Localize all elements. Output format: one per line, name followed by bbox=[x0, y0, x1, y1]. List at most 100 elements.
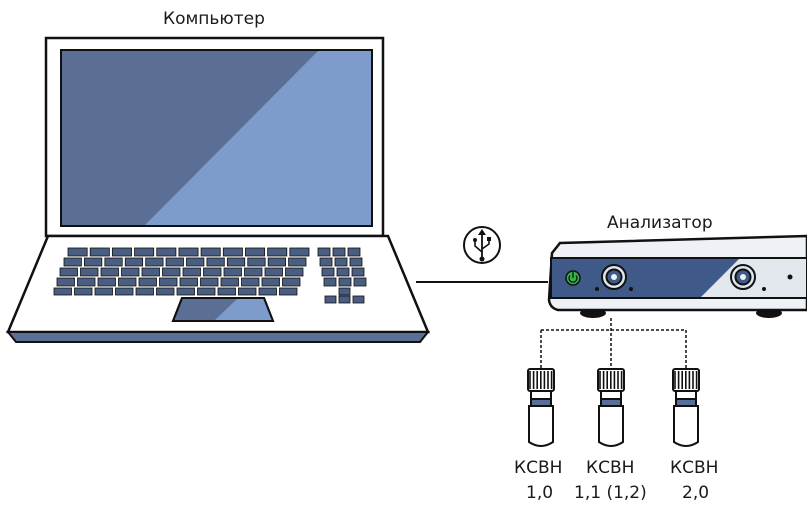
keyboard-key bbox=[245, 247, 266, 257]
keyboard-key bbox=[156, 287, 175, 296]
keyboard-key bbox=[226, 257, 246, 267]
keyboard-key bbox=[353, 277, 367, 287]
keyboard-key bbox=[97, 277, 116, 287]
keyboard-key bbox=[338, 277, 352, 287]
keyboard-key bbox=[334, 257, 348, 267]
analyzer-label: Анализатор bbox=[607, 213, 713, 233]
keyboard-key bbox=[338, 287, 351, 296]
load-2-label-line1: КСВН bbox=[586, 458, 635, 478]
laptop bbox=[5, 36, 431, 343]
keyboard-key bbox=[124, 257, 144, 267]
calibration-loads bbox=[527, 368, 700, 447]
keyboard-key bbox=[338, 295, 351, 304]
keyboard-key bbox=[289, 247, 310, 257]
laptop-base-edge bbox=[5, 331, 431, 343]
load-3-label-line1: КСВН bbox=[670, 458, 719, 478]
keyboard-key bbox=[77, 277, 96, 287]
keyboard-key bbox=[258, 287, 277, 296]
keyboard-key bbox=[349, 257, 363, 267]
keyboard-key bbox=[323, 277, 337, 287]
load-3-label-line2: 2,0 bbox=[682, 483, 710, 503]
load-2-body bbox=[598, 405, 624, 447]
load-1-label-line1: КСВН bbox=[514, 458, 563, 478]
keyboard-key bbox=[321, 267, 335, 277]
load-2 bbox=[597, 368, 625, 447]
keyboard-key bbox=[261, 277, 280, 287]
keyboard-key bbox=[217, 287, 236, 296]
keyboard-key bbox=[89, 247, 110, 257]
keyboard-key bbox=[244, 267, 263, 277]
keyboard-key bbox=[178, 247, 199, 257]
load-3 bbox=[672, 368, 700, 447]
keyboard-key bbox=[247, 257, 266, 267]
keyboard-key bbox=[319, 257, 333, 267]
load-3-collar bbox=[675, 390, 697, 400]
analyzer-port-1 bbox=[595, 264, 633, 291]
keyboard-key bbox=[162, 267, 181, 277]
keyboard-key bbox=[238, 287, 257, 296]
keyboard-key bbox=[352, 295, 365, 304]
keyboard-key bbox=[53, 287, 72, 296]
keyboard-key bbox=[94, 287, 113, 296]
keyboard-key bbox=[104, 257, 123, 267]
keyboard-key bbox=[141, 267, 160, 277]
laptop-keyboard bbox=[53, 247, 367, 304]
keyboard-key bbox=[56, 277, 75, 287]
keyboard-key bbox=[159, 277, 178, 287]
keyboard-key bbox=[182, 267, 201, 277]
keyboard-key bbox=[100, 267, 119, 277]
keyboard-key bbox=[121, 267, 140, 277]
keyboard-key bbox=[176, 287, 195, 296]
keyboard-key bbox=[156, 247, 177, 257]
keyboard-key bbox=[179, 277, 198, 287]
keyboard-key bbox=[336, 267, 350, 277]
keyboard-key bbox=[347, 247, 361, 257]
keyboard-key bbox=[206, 257, 225, 267]
keyboard-key bbox=[115, 287, 134, 296]
keyboard-key bbox=[282, 277, 301, 287]
keyboard-key bbox=[145, 257, 164, 267]
keyboard-key bbox=[59, 267, 78, 277]
keyboard-key bbox=[285, 267, 304, 277]
load-1-cap bbox=[530, 398, 552, 407]
load-1-collar bbox=[530, 390, 552, 400]
load-1-label-line2: 1,0 bbox=[526, 483, 554, 503]
keyboard-key bbox=[74, 287, 93, 296]
keyboard-key bbox=[80, 267, 99, 277]
keyboard-key bbox=[165, 257, 184, 267]
keyboard-key bbox=[264, 267, 283, 277]
keyboard-key bbox=[222, 247, 243, 257]
load-1 bbox=[527, 368, 555, 447]
keyboard-key bbox=[279, 287, 298, 296]
keyboard-key bbox=[197, 287, 216, 296]
computer-label: Компьютер bbox=[163, 9, 265, 29]
keyboard-key bbox=[332, 247, 346, 257]
load-2-cap bbox=[600, 398, 622, 407]
keyboard-key bbox=[200, 277, 219, 287]
load-2-label-line2: 1,1 (1,2) bbox=[574, 483, 647, 503]
keyboard-key bbox=[324, 295, 337, 304]
power-icon bbox=[565, 270, 581, 286]
keyboard-key bbox=[241, 277, 260, 287]
load-2-collar bbox=[600, 390, 622, 400]
keyboard-key bbox=[134, 247, 155, 257]
keyboard-key bbox=[63, 257, 82, 267]
keyboard-key bbox=[200, 247, 221, 257]
keyboard-key bbox=[118, 277, 137, 287]
keyboard-key bbox=[135, 287, 154, 296]
keyboard-key bbox=[288, 257, 307, 267]
keyboard-key bbox=[317, 247, 331, 257]
keyboard-key bbox=[67, 247, 88, 257]
analyzer-device bbox=[547, 234, 807, 318]
usb-icon bbox=[463, 226, 501, 264]
keyboard-key bbox=[84, 257, 103, 267]
load-3-body bbox=[673, 405, 699, 447]
dashed-connections bbox=[540, 318, 687, 368]
keyboard-key bbox=[267, 257, 286, 267]
keyboard-key bbox=[351, 267, 365, 277]
load-1-body bbox=[528, 405, 554, 447]
touchpad-glare bbox=[214, 298, 273, 321]
keyboard-key bbox=[186, 257, 205, 267]
load-3-cap bbox=[675, 398, 697, 407]
screen-glare bbox=[144, 50, 372, 226]
